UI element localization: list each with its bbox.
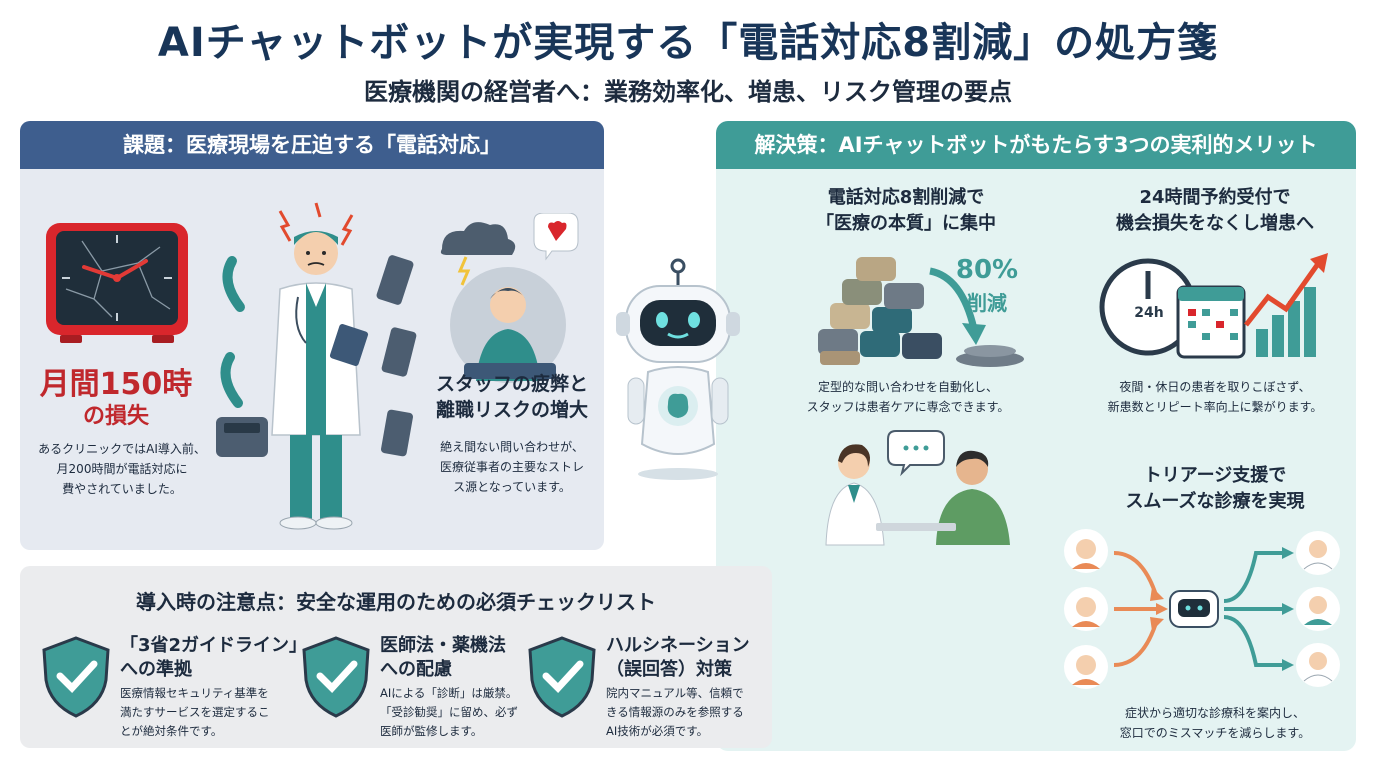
stressed-doctor-icon xyxy=(216,202,417,530)
problem-panel: 課題：医療現場を圧迫する「電話対応」 月間150時 の損失 あるクリニックではA… xyxy=(20,121,604,550)
stress-description: 絶え間ない問い合わせが、 医療従事者の主要なストレ ス源となっています。 xyxy=(439,440,584,494)
benefit-2-description: 夜間・休日の患者を取りこぼさず、 新患数とリピート率向上に繋がります。 xyxy=(1107,380,1323,414)
checklist-item-2-text: AIによる「診断」は厳禁。 「受診勧奨」に留め、必ず 医師が監修します。 xyxy=(380,686,518,738)
checklist-title: 導入時の注意点：安全な運用のための必須チェックリスト xyxy=(136,590,656,614)
reduction-label: 削減 xyxy=(967,291,1007,315)
checklist-item-2-heading: 医師法・薬機法 への配慮 xyxy=(380,635,506,680)
benefit-1-description: 定型的な問い合わせを自動化し、 スタッフは患者ケアに専念できます。 xyxy=(806,380,1010,414)
benefit-3-heading: トリアージ支援で スムーズな診療を実現 xyxy=(1125,465,1305,512)
exhausted-staff-icon xyxy=(440,213,579,383)
loss-description: あるクリニックではAI導入前、 月200時間が電話対応に 費やされていました。 xyxy=(38,442,206,496)
shield-check-icon xyxy=(528,636,596,718)
consultation-icon xyxy=(825,430,1010,546)
triage-flow-icon xyxy=(1064,529,1340,689)
solution-header: 解決策：AIチャットボットがもたらす3つの実利的メリット xyxy=(716,121,1356,169)
loss-label: の損失 xyxy=(82,404,149,429)
checklist-panel: 導入時の注意点：安全な運用のための必須チェックリスト 「3省2ガイドライン」 へ… xyxy=(20,566,772,748)
benefit-3-description: 症状から適切な診療科を案内し、 窓口でのミスマッチを減らします。 xyxy=(1119,706,1311,740)
page-subtitle: 医療機関の経営者へ：業務効率化、増患、リスク管理の要点 xyxy=(364,78,1012,106)
page-title: AIチャットボットが実現する「電話対応8割減」の処方箋 xyxy=(157,20,1219,66)
broken-clock-icon xyxy=(46,223,188,343)
problem-header: 課題：医療現場を圧迫する「電話対応」 xyxy=(20,121,604,169)
checklist-item-1-heading: 「3省2ガイドライン」 への準拠 xyxy=(120,635,308,680)
24h-badge: 24h xyxy=(1124,299,1174,327)
stress-heading: スタッフの疲弊と 離職リスクの増大 xyxy=(435,373,588,421)
loss-figure: 月間150時 xyxy=(39,367,193,402)
solution-panel: 解決策：AIチャットボットがもたらす3つの実利的メリット 電話対応8割削減で 「… xyxy=(716,121,1356,751)
shield-check-icon xyxy=(302,636,370,718)
checklist-item-1-text: 医療情報セキュリティ基準を 満たすサービスを選定するこ とが絶対条件です。 xyxy=(120,686,270,738)
benefit-1-heading: 電話対応8割削減で 「医療の本質」に集中 xyxy=(816,187,996,234)
shield-check-icon xyxy=(42,636,110,718)
telephone-pile-icon xyxy=(818,257,1024,367)
checklist-item-3-heading: ハルシネーション （誤回答）対策 xyxy=(606,635,750,680)
down-arrow-icon xyxy=(929,267,978,330)
benefit-2-heading: 24時間予約受付で 機会損失をなくし増患へ xyxy=(1116,187,1314,234)
reduction-percent: 80% xyxy=(955,255,1019,285)
robot-icon xyxy=(616,258,740,480)
growth-chart-icon xyxy=(1244,253,1328,357)
checklist-item-3-text: 院内マニュアル等、信頼で きる情報源のみを参照する AI技術が必須です。 xyxy=(606,686,744,738)
